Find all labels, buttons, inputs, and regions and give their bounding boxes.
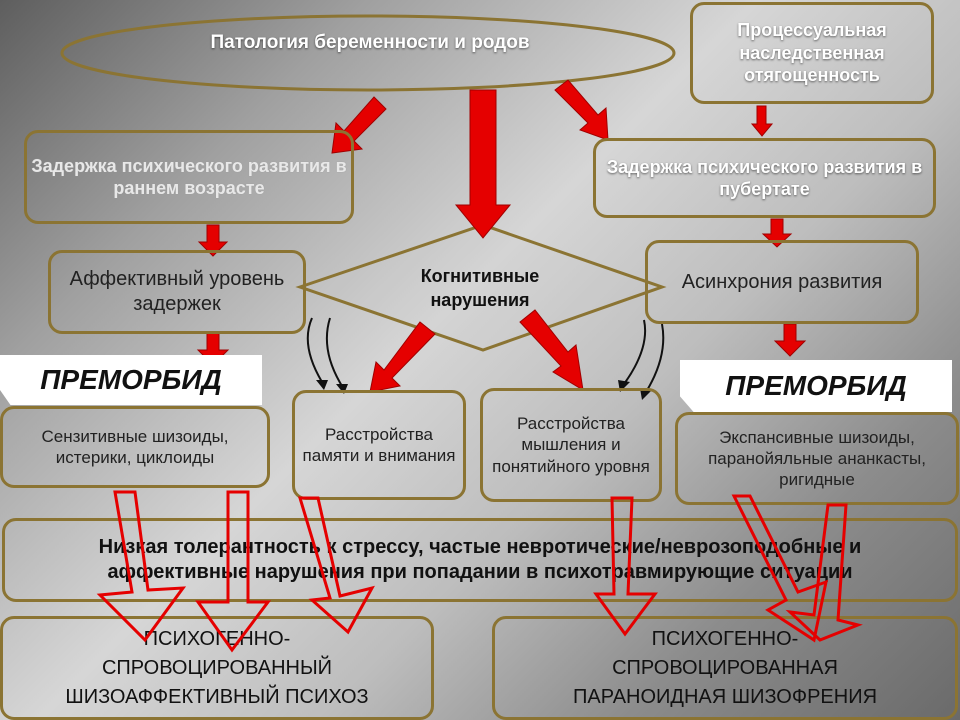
curve-arrow-left-2	[325, 317, 343, 387]
arrow-cognitive-to-thinking	[519, 309, 584, 391]
arrow-heredity-to-puberty	[750, 105, 774, 137]
right-types-label: Экспансивные шизоиды, паранойяльные анан…	[708, 427, 926, 490]
cognitive-label: Когнитивные нарушения	[420, 266, 540, 311]
thinking-box: Расстройства мышления и понятийного уров…	[480, 388, 662, 502]
premorbid-right-label: ПРЕМОРБИД	[725, 370, 907, 401]
left-types-label: Сензитивные шизоиды, истерики, циклоиды	[41, 426, 229, 467]
heredity-box: Процессуальная наследственная отягощенно…	[690, 2, 934, 104]
asynchrony-box: Асинхрония развития	[645, 240, 919, 324]
outcome-right-label: ПСИХОГЕННО-СПРОВОЦИРОВАННАЯ ПАРАНОИДНАЯ …	[572, 627, 878, 708]
premorbid-right: ПРЕМОРБИД	[680, 360, 952, 412]
memory-label: Расстройства памяти и внимания	[302, 424, 456, 465]
thinking-label: Расстройства мышления и понятийного уров…	[492, 414, 650, 476]
outline-arrow-2	[195, 490, 271, 653]
outline-arrow-1	[96, 490, 187, 643]
outline-arrow-5	[731, 494, 829, 643]
outline-arrow-3	[297, 496, 375, 635]
arrow-early-to-affective	[197, 224, 229, 257]
memory-box: Расстройства памяти и внимания	[292, 390, 466, 500]
outcome-left-label: ПСИХОГЕННО-СПРОВОЦИРОВАННЫЙ ШИЗОАФФЕКТИВ…	[65, 627, 369, 708]
right-types-box: Экспансивные шизоиды, паранойяльные анан…	[675, 412, 959, 505]
asynchrony-label: Асинхрония развития	[681, 270, 883, 293]
left-types-box: Сензитивные шизоиды, истерики, циклоиды	[0, 406, 270, 488]
premorbid-left: ПРЕМОРБИД	[0, 355, 262, 405]
curve-arrowhead-left-1	[316, 380, 328, 390]
arrow-pathology-to-puberty	[554, 79, 609, 141]
outcome-left-box: ПСИХОГЕННО-СПРОВОЦИРОВАННЫЙ ШИЗОАФФЕКТИВ…	[0, 616, 434, 720]
stress-label: Низкая толерантность к стрессу, частые н…	[98, 536, 862, 583]
stress-box: Низкая толерантность к стрессу, частые н…	[2, 518, 958, 602]
early-delay-label: Задержка психического развития в раннем …	[31, 155, 347, 199]
heredity-label: Процессуальная наследственная отягощенно…	[737, 20, 887, 86]
outline-arrow-6	[785, 503, 863, 642]
pathology-label: Патология беременности и родов	[210, 32, 530, 53]
arrow-pathology-to-cognitive	[454, 89, 512, 239]
affective-label: Аффективный уровень задержек	[69, 268, 285, 315]
arrow-cognitive-to-memory	[369, 321, 436, 393]
pathology-ellipse	[60, 14, 676, 92]
curve-arrow-left-1	[306, 317, 323, 383]
affective-box: Аффективный уровень задержек	[48, 250, 306, 334]
early-delay-box: Задержка психического развития в раннем …	[24, 130, 354, 224]
arrow-async-to-premorbid	[773, 323, 807, 357]
curve-arrow-right-2	[645, 323, 665, 393]
puberty-delay-label: Задержка психического развития в пуберта…	[606, 156, 923, 200]
premorbid-left-label: ПРЕМОРБИД	[40, 364, 222, 395]
outcome-right-box: ПСИХОГЕННО-СПРОВОЦИРОВАННАЯ ПАРАНОИДНАЯ …	[492, 616, 958, 720]
curve-arrow-right-1	[623, 319, 647, 385]
puberty-delay-box: Задержка психического развития в пуберта…	[593, 138, 936, 218]
outline-arrow-4	[593, 496, 658, 637]
